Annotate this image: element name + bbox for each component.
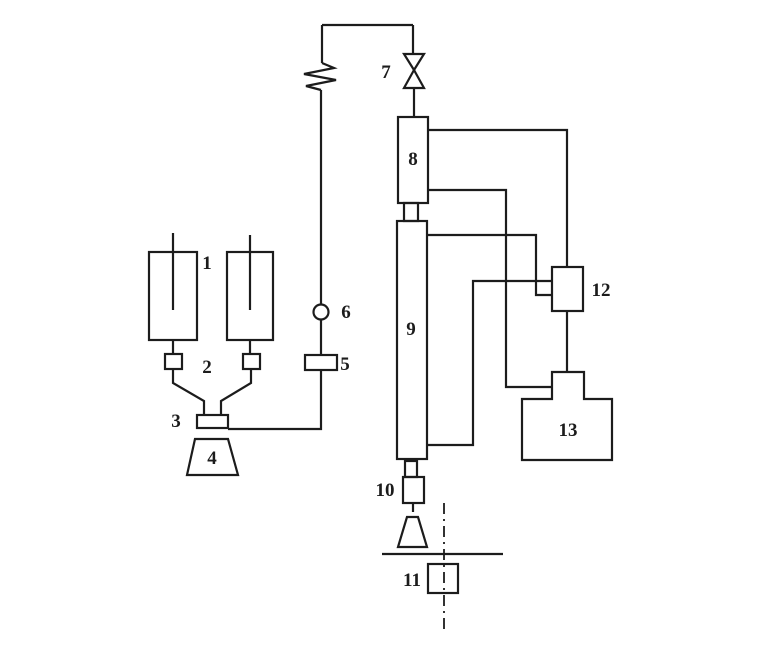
regulator-box-left [163,352,184,371]
label-3: 3 [171,411,181,432]
label-6: 6 [341,302,351,323]
label-2: 2 [202,357,212,378]
label-10: 10 [376,480,395,501]
label-8: 8 [408,149,418,170]
conical-flask-bottom [396,515,429,549]
inline-box-5 [303,353,339,372]
mixing-junction-box [195,413,230,430]
column-neck-8-9 [402,201,420,223]
outlet-fitting-10 [401,475,426,505]
feed-line-lower [228,370,323,431]
line-8-to-13 [428,188,552,389]
collector-box-11 [426,562,460,595]
label-5: 5 [340,354,350,375]
label-11: 11 [403,570,421,591]
circle-gauge-6 [312,303,330,321]
regulator-box-right [241,352,262,371]
instrument-box-12 [550,265,585,313]
line-8-to-12-top [428,128,569,267]
cylinder-right [225,235,275,342]
bowtie-valve-icon [402,52,426,90]
junction-line-left [171,369,206,415]
line-9-to-12-upper [427,233,552,297]
conical-flask-left [185,437,240,477]
label-9: 9 [406,319,416,340]
zigzag-break-icon [303,61,338,92]
label-1: 1 [202,253,212,274]
label-12: 12 [592,280,611,301]
label-4: 4 [207,448,217,469]
recorder-unit-13 [520,370,614,462]
cylinder-left [147,233,199,342]
label-13: 13 [559,420,578,441]
junction-line-right [219,369,253,415]
column-neck-9-10 [403,459,419,479]
line-9-to-12-lower [427,279,552,447]
main-column-9 [395,219,429,461]
label-7: 7 [381,62,391,83]
